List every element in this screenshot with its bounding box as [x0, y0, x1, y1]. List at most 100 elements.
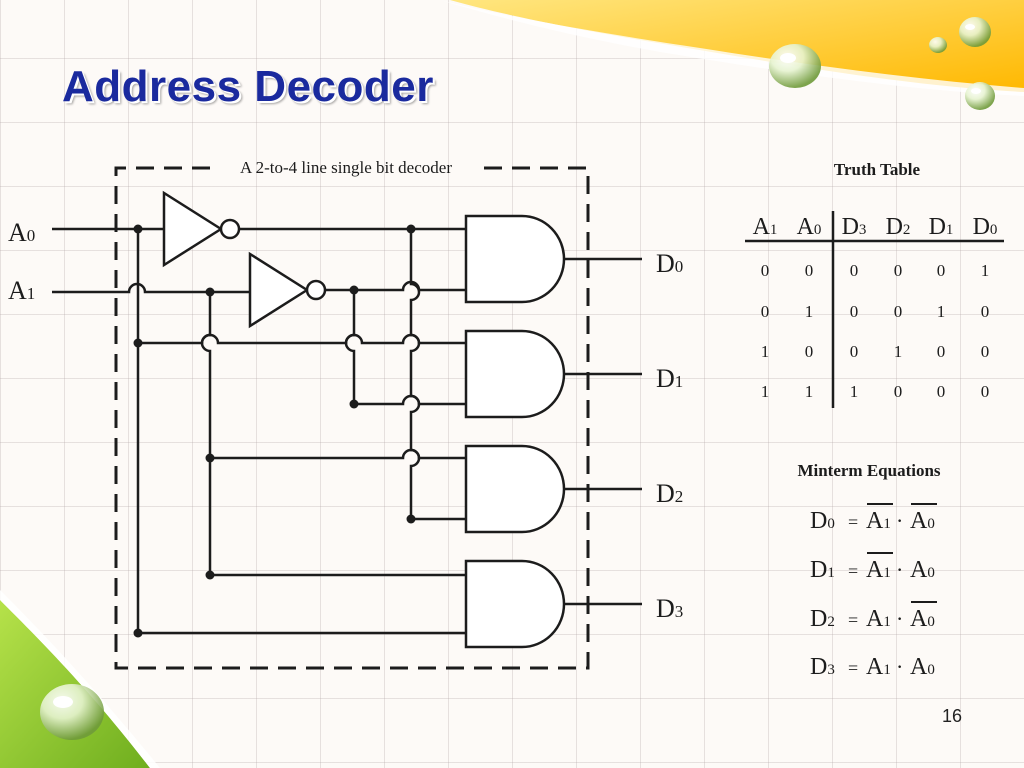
and-dot: ·: [896, 557, 903, 582]
svg-text:D0: D0: [810, 508, 835, 534]
equation-term-a1: A1: [866, 503, 893, 534]
equation-term-a0: A0: [910, 503, 937, 534]
truth-table-cell: 0: [894, 382, 903, 401]
truth-table-cell: 0: [981, 302, 990, 321]
truth-table-cell: 0: [981, 342, 990, 361]
truth-table-cell: 0: [894, 261, 903, 280]
and-dot: ·: [896, 606, 903, 631]
truth-table-cell: 0: [937, 261, 946, 280]
truth-table-header-cell: D2: [886, 214, 911, 240]
equation-term-a1: A1: [866, 654, 891, 680]
truth-table-cell: 0: [761, 261, 770, 280]
output-label-d1: D1: [656, 364, 683, 393]
equation-output: D2: [810, 606, 835, 632]
equation-term-a0: A0: [910, 557, 935, 583]
equals-sign: =: [848, 610, 858, 630]
decoder-caption: A 2-to-4 line single bit decoder: [240, 158, 452, 177]
equals-sign: =: [848, 561, 858, 581]
equals-sign: =: [848, 512, 858, 532]
truth-table: Truth Table A1 A0 D3 D2 D1 D0 0 0 0 0 0 1 0 1 0 0 1 0 1 0 0…: [745, 160, 1004, 408]
junction-dot: [133, 338, 143, 348]
truth-table-cell: 1: [805, 382, 814, 401]
junction-dot: [205, 570, 215, 580]
svg-text:A0: A0: [910, 654, 935, 680]
junction-dot: [406, 514, 416, 524]
slide-title: Address Decoder: [62, 62, 434, 111]
truth-table-headers: A1 A0 D3 D2 D1 D0: [753, 214, 998, 240]
truth-table-cell: 1: [805, 302, 814, 321]
and-gate-d0: [464, 214, 566, 304]
equation-term-a1: A1: [866, 606, 891, 632]
and-dot: ·: [896, 654, 903, 679]
truth-table-cell: 0: [761, 302, 770, 321]
truth-table-cell: 0: [981, 382, 990, 401]
minterm-equation: D3 = A1· A0: [810, 654, 935, 680]
svg-text:D1: D1: [810, 557, 835, 583]
truth-table-cell: 1: [761, 342, 770, 361]
truth-table-cell: 0: [937, 342, 946, 361]
truth-table-cell: 0: [850, 342, 859, 361]
decoder-boundary: [114, 166, 590, 670]
truth-table-cell: 0: [805, 342, 814, 361]
junction-dot: [349, 285, 359, 295]
truth-table-cell: 0: [894, 302, 903, 321]
truth-table-header-cell: D3: [842, 214, 867, 240]
not-gate-a0: [162, 190, 241, 268]
and-gate-d2: [464, 444, 566, 534]
truth-table-header-cell: D0: [973, 214, 998, 240]
minterm-equation: D2 = A1· A0: [810, 601, 937, 632]
equation-output: D0: [810, 508, 835, 534]
junction-dot: [133, 628, 143, 638]
decoder-wiring: [52, 227, 642, 635]
svg-text:D2: D2: [810, 606, 835, 632]
equation-term-a0: A0: [910, 601, 937, 632]
truth-table-cell: 0: [850, 261, 859, 280]
junction-dot: [133, 224, 143, 234]
output-label-d0: D0: [656, 249, 683, 278]
minterm-title: Minterm Equations: [797, 461, 940, 480]
svg-text:D3: D3: [810, 654, 835, 680]
truth-table-cell: 0: [937, 382, 946, 401]
equation-term-a0: A0: [910, 654, 935, 680]
minterm-equations: Minterm Equations D0=A1·A0D1=A1·A0D2=A1·…: [797, 461, 940, 680]
output-label-d3: D3: [656, 594, 683, 623]
equals-sign: =: [848, 658, 858, 678]
truth-table-cell: 1: [981, 261, 990, 280]
junction-dot: [205, 287, 215, 297]
truth-table-cell: 1: [937, 302, 946, 321]
truth-table-cell: 1: [761, 382, 770, 401]
equation-term-a1: A1: [866, 552, 893, 583]
truth-table-cell: 0: [805, 261, 814, 280]
and-gate-d3: [464, 559, 566, 649]
equation-output: D3: [810, 654, 835, 680]
input-label-a0: A0: [8, 218, 35, 247]
truth-table-header-cell: A0: [797, 214, 822, 240]
equation-output: D1: [810, 557, 835, 583]
junction-dot: [406, 224, 416, 234]
svg-text:A1: A1: [866, 557, 891, 583]
junction-dot: [205, 453, 215, 463]
svg-text:A1: A1: [866, 606, 891, 632]
page-number: 16: [941, 706, 962, 726]
truth-table-header-cell: D1: [929, 214, 954, 240]
svg-text:A0: A0: [910, 606, 935, 632]
wire-junctions: [133, 224, 416, 638]
and-dot: ·: [896, 508, 903, 533]
svg-text:A1: A1: [866, 508, 891, 534]
truth-table-cell: 1: [850, 382, 859, 401]
truth-table-header-cell: A1: [753, 214, 778, 240]
svg-text:A0: A0: [910, 557, 935, 583]
input-label-a1: A1: [8, 276, 35, 305]
and-gate-d1: [464, 329, 566, 419]
minterm-equation: D1 = A1· A0: [810, 552, 935, 583]
svg-text:A0: A0: [910, 508, 935, 534]
junction-dot: [349, 399, 359, 409]
truth-table-title: Truth Table: [834, 160, 921, 179]
svg-text:A1: A1: [866, 654, 891, 680]
truth-table-cell: 1: [894, 342, 903, 361]
output-label-d2: D2: [656, 479, 683, 508]
